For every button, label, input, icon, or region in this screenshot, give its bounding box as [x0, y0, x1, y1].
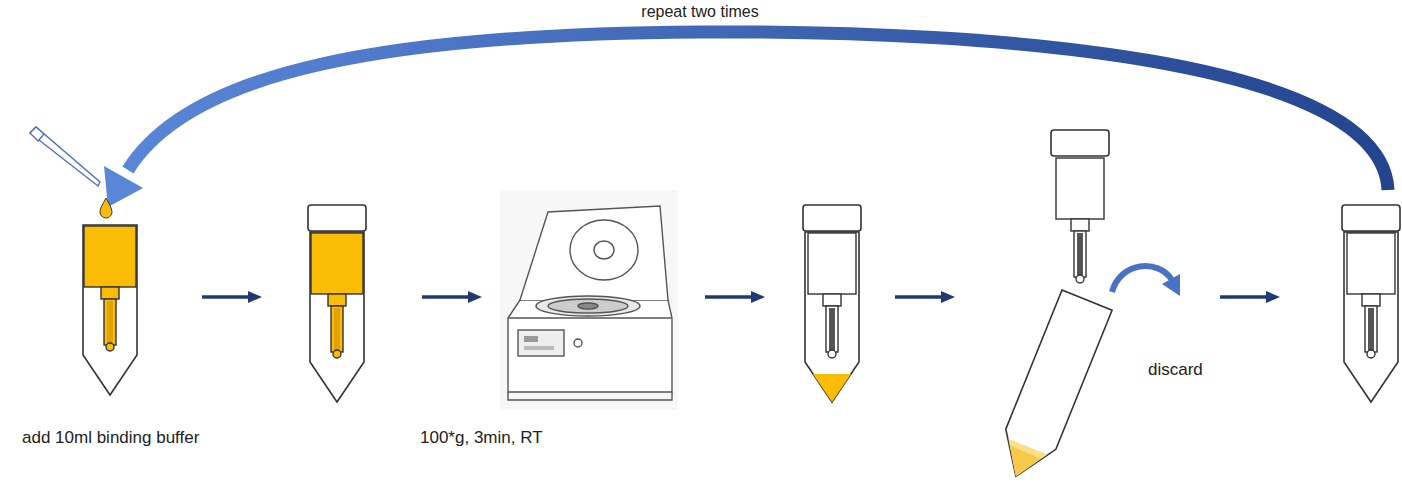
repeat-note: repeat two times — [641, 2, 758, 21]
spin-column — [1051, 130, 1109, 283]
repeat-arrow — [104, 32, 1388, 207]
capped-tube-empty — [1342, 205, 1400, 402]
tube-with-flowthrough — [803, 205, 861, 402]
collection-tube-discard — [991, 290, 1112, 486]
discard-label: discard — [1148, 360, 1203, 380]
discard-arrow — [1112, 266, 1180, 296]
buffer-drop — [100, 198, 112, 218]
capped-tube — [308, 205, 366, 402]
centrifuge — [500, 190, 678, 410]
step-arrows — [202, 291, 1280, 303]
step-label: add 10ml binding buffer — [22, 428, 199, 448]
tube-with-buffer — [83, 225, 137, 395]
centrifuge-setting: 100*g, 3min, RT — [420, 428, 543, 448]
pipette-tip — [30, 127, 100, 186]
